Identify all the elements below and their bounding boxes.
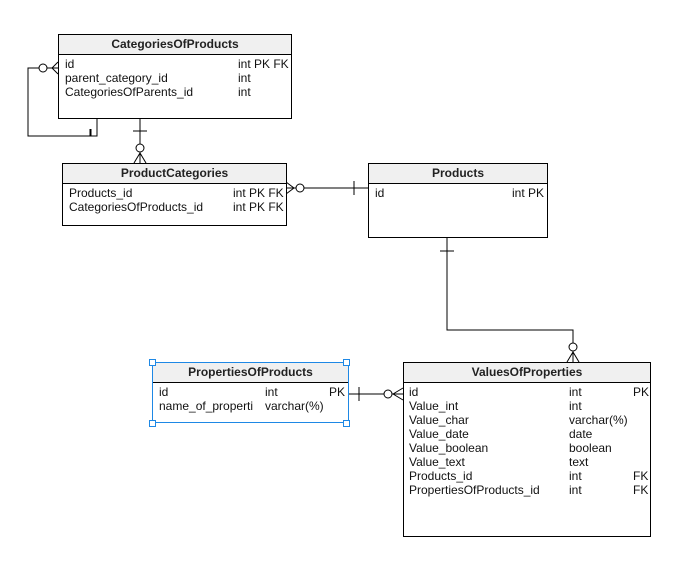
resize-handle-top-left[interactable]	[149, 359, 156, 366]
column-row[interactable]: Value_boolean boolean	[409, 441, 644, 455]
entity-title: ValuesOfProperties	[404, 363, 650, 383]
entity-title: Products	[369, 164, 547, 184]
column-key: FK	[633, 469, 649, 483]
entity-products[interactable]: Products id int PK	[368, 163, 548, 238]
column-row[interactable]: Value_text text	[409, 455, 644, 469]
column-type: int PK	[512, 186, 545, 200]
column-type: varchar(%)	[265, 399, 324, 413]
column-row[interactable]: Products_id int FK	[409, 469, 648, 483]
column-row[interactable]: id int PK FK	[65, 57, 289, 71]
column-row[interactable]: id int PK	[409, 385, 649, 399]
column-key: PK	[633, 385, 650, 399]
column-name: CategoriesOfParents_id	[65, 85, 194, 99]
column-type: int	[569, 483, 582, 497]
column-name: Value_char	[409, 413, 469, 427]
column-type: int	[569, 399, 582, 413]
column-type: int	[569, 469, 582, 483]
column-key: FK	[633, 483, 649, 497]
column-row[interactable]: PropertiesOfProducts_id int FK	[409, 483, 648, 497]
column-name: parent_category_id	[65, 71, 168, 85]
column-name: name_of_properti	[159, 399, 254, 413]
column-type: text	[569, 455, 589, 469]
optional-marker	[38, 63, 48, 73]
column-row[interactable]: Value_char varchar(%)	[409, 413, 644, 427]
column-name: Products_id	[69, 186, 133, 200]
column-name: id	[375, 186, 385, 200]
entity-properties-of-products[interactable]: PropertiesOfProducts id int PK name_of_p…	[152, 362, 349, 423]
column-name: id	[409, 385, 419, 399]
column-name: Products_id	[409, 469, 473, 483]
entity-title: PropertiesOfProducts	[153, 363, 348, 383]
column-type: int	[238, 85, 251, 99]
entity-categories-of-products[interactable]: CategoriesOfProducts id int PK FK parent…	[58, 34, 292, 119]
column-name: id	[65, 57, 75, 71]
resize-handle-top-right[interactable]	[343, 359, 350, 366]
column-row[interactable]: Value_date date	[409, 427, 644, 441]
column-type: int	[238, 71, 251, 85]
column-row[interactable]: Value_int int	[409, 399, 644, 413]
resize-handle-bottom-right[interactable]	[343, 420, 350, 427]
entity-title: ProductCategories	[63, 164, 286, 184]
column-row[interactable]: name_of_properti varchar(%)	[159, 399, 342, 413]
column-name: CategoriesOfProducts_id	[69, 200, 204, 214]
column-type: int PK FK	[238, 57, 289, 71]
column-row[interactable]: id int PK	[159, 385, 346, 399]
column-type: int PK FK	[233, 200, 284, 214]
resize-handle-bottom-left[interactable]	[149, 420, 156, 427]
entity-title: CategoriesOfProducts	[59, 35, 291, 55]
column-type: date	[569, 427, 593, 441]
column-name: id	[159, 385, 169, 399]
column-name: PropertiesOfProducts_id	[409, 483, 540, 497]
entity-values-of-properties[interactable]: ValuesOfProperties id int PK Value_int i…	[403, 362, 651, 537]
column-type: boolean	[569, 441, 612, 455]
relation-products-values	[446, 237, 574, 362]
column-name: Value_text	[409, 455, 465, 469]
column-row[interactable]: id int PK	[375, 186, 545, 200]
column-name: Value_date	[409, 427, 469, 441]
column-type: varchar(%)	[569, 413, 628, 427]
column-name: Value_int	[409, 399, 459, 413]
entity-product-categories[interactable]: ProductCategories Products_id int PK FK …	[62, 163, 287, 226]
column-row[interactable]: CategoriesOfParents_id int	[65, 85, 285, 99]
column-key: PK	[329, 385, 346, 399]
column-type: int	[569, 385, 582, 399]
column-row[interactable]: parent_category_id int	[65, 71, 285, 85]
column-name: Value_boolean	[409, 441, 489, 455]
column-type: int PK FK	[233, 186, 284, 200]
column-row[interactable]: CategoriesOfProducts_id int PK FK	[69, 200, 284, 214]
column-type: int	[265, 385, 278, 399]
column-row[interactable]: Products_id int PK FK	[69, 186, 284, 200]
self-relation-line	[27, 67, 98, 137]
